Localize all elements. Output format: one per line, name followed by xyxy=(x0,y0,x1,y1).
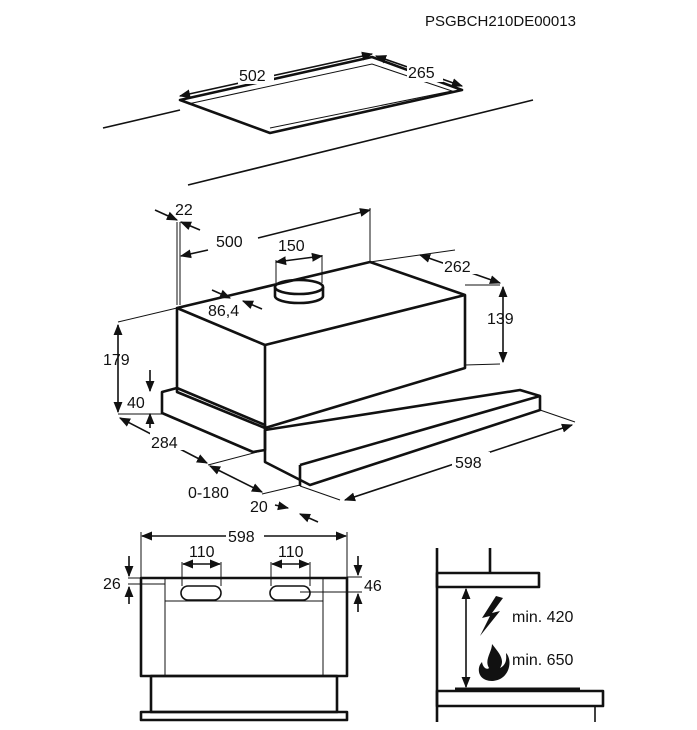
gas-clearance-label: min. 650 xyxy=(512,652,573,669)
total-height-label: 179 xyxy=(103,352,130,369)
hood-3d-view: 22 500 150 86,4 262 139 179 xyxy=(103,202,576,523)
duct-offset-label: 86,4 xyxy=(208,303,239,320)
electric-clearance-label: min. 420 xyxy=(512,609,573,626)
cutout-width-label: 502 xyxy=(239,68,266,85)
total-width-label: 598 xyxy=(455,455,482,472)
clearance-view: min. 420 min. 650 xyxy=(435,548,605,722)
flame-icon xyxy=(478,644,510,681)
height-right-label: 46 xyxy=(364,578,382,595)
outlet-right-width-label: 110 xyxy=(278,544,304,561)
visor-thickness-label: 20 xyxy=(250,499,268,516)
cutout-view: 502 265 xyxy=(102,51,534,186)
front-visor xyxy=(139,710,349,722)
document-code: PSGBCH210DE00013 xyxy=(425,13,576,30)
body-width-label: 500 xyxy=(216,234,243,251)
wall-offset-label: 22 xyxy=(175,202,193,219)
outlet-left xyxy=(180,585,222,601)
hood-body xyxy=(175,260,467,430)
body-depth-label: 262 xyxy=(444,259,471,276)
total-depth-label: 284 xyxy=(151,435,178,452)
height-left-label: 26 xyxy=(103,576,121,593)
visor-drawer xyxy=(263,388,542,487)
visor-height-label: 40 xyxy=(127,395,145,412)
front-body xyxy=(139,576,349,678)
duct-diameter-label: 150 xyxy=(278,238,305,255)
outlet-right xyxy=(269,585,311,601)
front-view: 598 110 110 26 46 xyxy=(103,526,382,722)
front-width-label: 598 xyxy=(228,529,255,546)
extension-label: 0-180 xyxy=(188,485,229,502)
cutout-depth-label: 265 xyxy=(408,65,435,82)
cooktop xyxy=(435,689,605,708)
hood-side xyxy=(435,571,541,589)
outlet-left-width-label: 110 xyxy=(189,544,215,561)
lightning-icon xyxy=(480,596,503,636)
body-height-label: 139 xyxy=(487,311,514,328)
